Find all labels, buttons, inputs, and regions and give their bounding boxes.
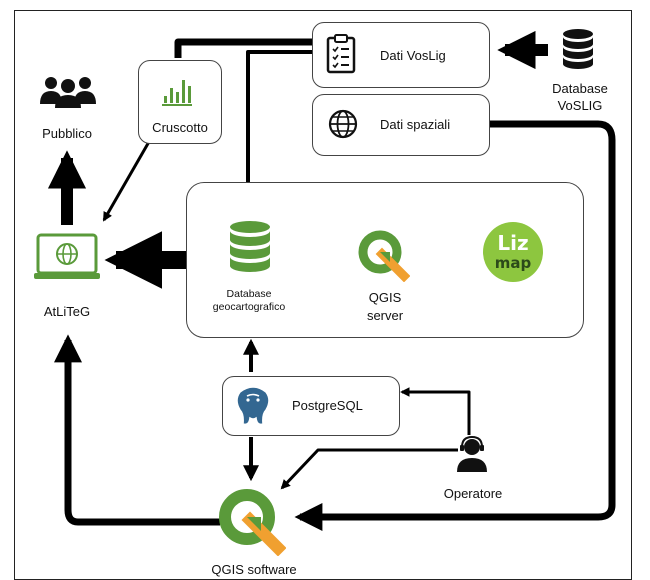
voslig-to-cruscotto-line <box>174 38 312 58</box>
database-voslig-label: Database VoSLIG <box>552 80 608 114</box>
voslig-to-dbgeo-line <box>246 50 312 205</box>
clipboard-icon <box>326 34 356 74</box>
pubblico-label: Pubblico <box>42 126 92 141</box>
qgis-logo-icon <box>358 230 410 282</box>
database-icon <box>563 29 593 69</box>
cruscotto-to-atliteg-arrow <box>102 139 152 222</box>
globe-icon <box>328 109 358 139</box>
bar-chart-icon <box>162 80 192 106</box>
cruscotto-label: Cruscotto <box>152 120 208 135</box>
operatore-label: Operatore <box>443 486 503 501</box>
lizmap-text-liz: Liz <box>497 231 528 255</box>
dati-voslig-node[interactable] <box>312 22 490 88</box>
operatore-to-qgis-arrow <box>280 448 458 490</box>
spaziali-to-qgis-arrow <box>294 120 616 531</box>
db-geocart-line1: Database <box>226 288 272 300</box>
postgresql-elephant-icon <box>236 386 270 426</box>
lizmap-text-map: map <box>495 254 532 272</box>
database-voslig-line2: VoSLIG <box>557 98 603 113</box>
people-icon <box>40 77 96 108</box>
qgis-server-label: QGIS server <box>367 289 403 325</box>
dati-spaziali-node[interactable] <box>312 94 490 156</box>
qgis-server-line2: server <box>366 308 404 323</box>
cruscotto-node[interactable] <box>138 60 222 144</box>
qgis-logo-icon <box>219 489 286 556</box>
postgresql-label: PostgreSQL <box>292 398 363 413</box>
qgis-software-label: QGIS software <box>211 562 297 577</box>
dati-voslig-label: Dati VosLig <box>380 48 446 63</box>
operatore-to-postgres-arrow <box>400 387 471 435</box>
operator-headset-icon <box>457 436 487 472</box>
monitor-globe-icon <box>34 233 100 279</box>
atliteg-label: AtLiTeG <box>43 304 91 319</box>
qgis-server-line1: QGIS <box>368 290 402 305</box>
db-geocart-line2: geocartografico <box>212 301 286 313</box>
lizmap-logo-icon: Liz map <box>483 222 543 282</box>
dati-spaziali-label: Dati spaziali <box>380 117 451 132</box>
database-voslig-line1: Database <box>552 81 608 96</box>
db-geocartografico-label: Database geocartografico <box>213 288 285 314</box>
qgis-to-atliteg-arrow <box>54 334 220 526</box>
database-icon <box>230 221 270 272</box>
